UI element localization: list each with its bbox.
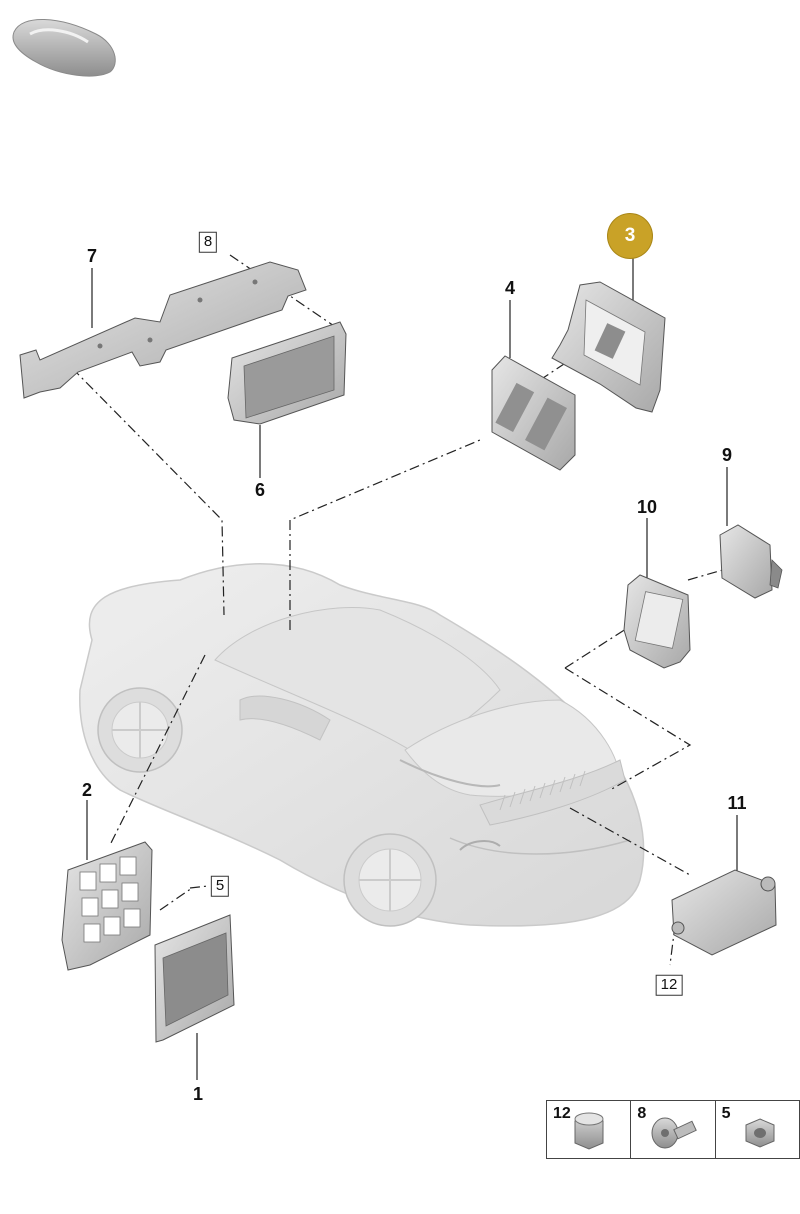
part-6-module — [227, 321, 347, 425]
fastener-number: 5 — [721, 1105, 731, 1122]
fastener-number: 8 — [637, 1105, 647, 1122]
part-11-module — [671, 869, 777, 956]
hex-collar-nut-icon — [574, 1112, 604, 1150]
part-2-bracket — [61, 841, 153, 971]
fastener-cell: 12 — [547, 1101, 632, 1158]
callout-leaders — [86, 258, 738, 1080]
fastener-cell: 5 — [716, 1101, 799, 1158]
part-4-control-unit — [491, 355, 576, 471]
fastener-number: 12 — [553, 1105, 571, 1122]
callout-9: 9 — [721, 445, 733, 465]
flange-screw-icon — [651, 1117, 698, 1149]
part-7-bracket — [19, 261, 307, 399]
callout-7: 7 — [86, 246, 98, 266]
ref-box-12: 12 — [655, 974, 683, 996]
fastener-cell: 8 — [631, 1101, 716, 1158]
car-body — [79, 563, 645, 927]
callout-2: 2 — [81, 780, 93, 800]
part-1-control-unit — [154, 914, 235, 1043]
car-thumbnail-icon — [12, 19, 116, 77]
callout-4: 4 — [504, 278, 516, 298]
callout-6: 6 — [254, 480, 266, 500]
callout-11: 11 — [727, 793, 747, 813]
callout-1: 1 — [192, 1084, 204, 1104]
callout-10: 10 — [636, 497, 658, 517]
ref-box-8: 8 — [198, 231, 218, 253]
nut-icon — [745, 1118, 775, 1148]
part-9-sensor — [719, 524, 783, 599]
callout-3-highlighted[interactable]: 3 — [608, 214, 652, 258]
part-10-holder — [623, 574, 691, 669]
fastener-table: 12 8 5 — [546, 1100, 800, 1159]
part-3-bracket — [551, 281, 666, 413]
ref-box-5: 5 — [210, 875, 230, 897]
